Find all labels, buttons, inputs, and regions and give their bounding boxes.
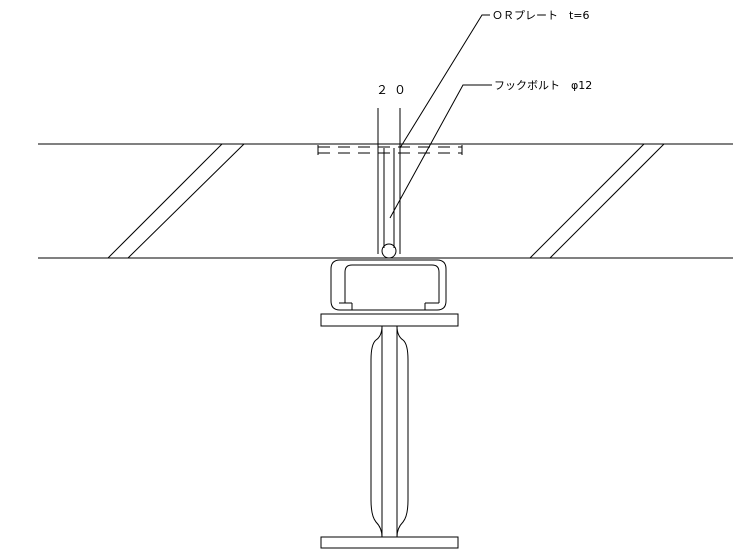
c-channel-outer bbox=[330, 259, 447, 311]
panel-hatch-line bbox=[107, 143, 223, 259]
i-beam-bottom-flange bbox=[320, 536, 459, 549]
or-plate-label: ＯＲプレート t=6 bbox=[492, 9, 590, 22]
panel-hatch-line bbox=[549, 143, 665, 259]
hook-bolt-hook bbox=[381, 243, 397, 259]
c-channel bbox=[330, 259, 447, 311]
hook-bolt-leader bbox=[389, 84, 492, 219]
panel bbox=[38, 143, 733, 259]
panel-hatch-line bbox=[529, 143, 645, 259]
leaders bbox=[389, 14, 492, 219]
dimension-20: ２０ bbox=[376, 83, 412, 148]
hook-bolt-label: フックボルト φ12 bbox=[494, 79, 592, 92]
hook-bolt bbox=[377, 148, 401, 259]
i-beam bbox=[320, 313, 459, 549]
panel-hatch-line bbox=[127, 143, 245, 259]
c-channel-inner bbox=[344, 264, 440, 303]
or-plate bbox=[317, 145, 463, 155]
i-beam-web-right bbox=[396, 325, 409, 538]
i-beam-top-flange bbox=[320, 313, 459, 327]
i-beam-web-left bbox=[370, 325, 383, 538]
or-plate-leader bbox=[399, 14, 490, 149]
dimension-text: ２０ bbox=[376, 83, 412, 97]
